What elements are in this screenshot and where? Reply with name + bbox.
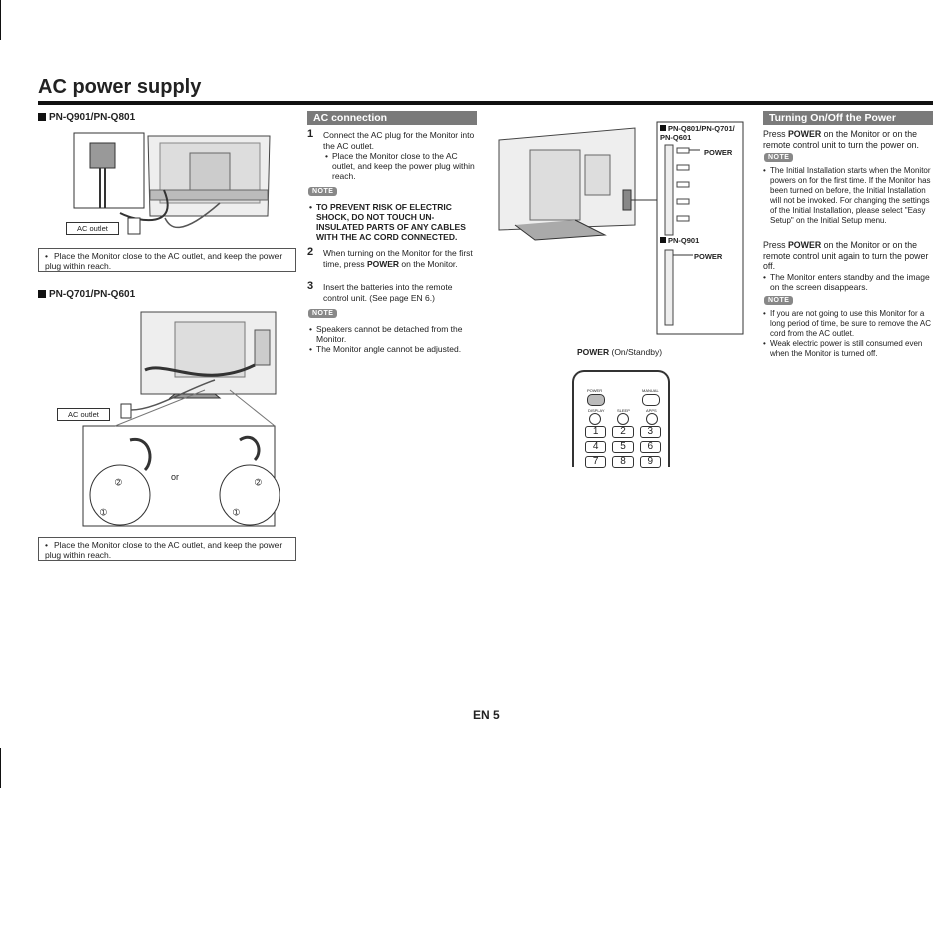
remote-key-5[interactable]: 5 [612, 441, 634, 453]
monitor-rear-illustration-q901 [73, 132, 271, 235]
model2-note-text: Place the Monitor close to the AC outlet… [45, 540, 283, 560]
callout2-model: PN-Q901 [660, 236, 699, 245]
note2-item-1: Speakers cannot be detached from the Mon… [309, 324, 476, 344]
callout1-power-label: POWER [704, 148, 733, 157]
crop-mark-top [0, 0, 1, 40]
remote-number-pad: 1 2 3 4 5 6 7 8 9 [585, 426, 661, 468]
callout2-power-label: POWER [694, 252, 723, 261]
remote-key-7[interactable]: 7 [585, 456, 607, 468]
remote-display-label: DISPLAY [588, 408, 605, 413]
ac-outlet-label-2: AC outlet [57, 408, 110, 421]
power-on-text: Press POWER on the Monitor or on the rem… [763, 129, 919, 150]
power-note2-item-1: If you are not going to use this Monitor… [763, 309, 936, 339]
model1-heading: PN-Q901/PN-Q801 [38, 112, 135, 123]
remote-key-4[interactable]: 4 [585, 441, 607, 453]
remote-apps-button[interactable] [646, 413, 658, 425]
power-section-heading: Turning On/Off the Power [763, 111, 933, 125]
crop-mark-bottom [0, 748, 1, 788]
step3-number: 3 [307, 280, 314, 292]
power-off-item: The Monitor enters standby and the image… [763, 272, 936, 292]
svg-text:➁: ➁ [255, 478, 262, 487]
note2-item-2: The Monitor angle cannot be adjusted. [309, 344, 476, 354]
remote-sleep-button[interactable] [617, 413, 629, 425]
step1-subitem: Place the Monitor close to the AC outlet… [325, 151, 478, 181]
shock-warning: TO PREVENT RISK OF ELECTRIC SHOCK, DO NO… [309, 202, 476, 242]
model2-note-box: •Place the Monitor close to the AC outle… [38, 537, 296, 561]
remote-power-label: POWER [587, 388, 603, 393]
remote-manual-button[interactable] [642, 394, 660, 406]
ac-outlet-label-1: AC outlet [66, 222, 119, 235]
power-off-text: Press POWER on the Monitor or on the rem… [763, 240, 929, 271]
or-label: or [171, 472, 180, 482]
svg-text:➁: ➁ [115, 478, 122, 487]
step2-text: When turning on the Monitor for the firs… [323, 248, 473, 269]
model2-heading: PN-Q701/PN-Q601 [38, 289, 135, 300]
title-rule [38, 101, 933, 105]
remote-key-1[interactable]: 1 [585, 426, 607, 438]
remote-control: POWER MANUAL DISPLAY SLEEP APPS 1 2 3 4 … [572, 370, 670, 468]
remote-key-3[interactable]: 3 [639, 426, 661, 438]
monitor-side-illustration [498, 121, 744, 335]
step1-text: Connect the AC plug for the Monitor into… [323, 130, 475, 151]
svg-text:➀: ➀ [100, 508, 107, 517]
ac-connection-heading: AC connection [307, 111, 477, 125]
remote-key-2[interactable]: 2 [612, 426, 634, 438]
remote-sleep-label: SLEEP [617, 408, 630, 413]
remote-power-button[interactable] [587, 394, 605, 406]
model1-note-box: •Place the Monitor close to the AC outle… [38, 248, 296, 272]
power-note-badge-2: NOTE [764, 296, 794, 305]
power-note1-item: The Initial Installation starts when the… [763, 166, 936, 226]
remote-key-8[interactable]: 8 [612, 456, 634, 468]
note-badge-1: NOTE [308, 187, 338, 196]
remote-caption: POWER (On/Standby) [577, 347, 663, 357]
power-note-badge-1: NOTE [764, 153, 794, 162]
model1-note-text: Place the Monitor close to the AC outlet… [45, 251, 283, 271]
remote-key-9[interactable]: 9 [639, 456, 661, 468]
page-number: EN 5 [473, 708, 500, 722]
step2-number: 2 [307, 246, 314, 258]
callout1-models: PN-Q801/PN-Q701/ PN-Q601 [660, 124, 735, 142]
remote-display-button[interactable] [589, 413, 601, 425]
step1-number: 1 [307, 128, 314, 140]
monitor-rear-illustration-q701: ➁ ➀ ➁ ➀ [82, 311, 280, 527]
svg-text:➀: ➀ [233, 508, 240, 517]
power-note2-item-2: Weak electric power is still consumed ev… [763, 339, 936, 359]
step3-text: Insert the batteries into the remote con… [323, 282, 453, 303]
page-title: AC power supply [38, 76, 202, 98]
note-badge-2: NOTE [308, 309, 338, 318]
remote-key-6[interactable]: 6 [639, 441, 661, 453]
remote-apps-label: APPS [646, 408, 657, 413]
remote-manual-label: MANUAL [642, 388, 659, 393]
